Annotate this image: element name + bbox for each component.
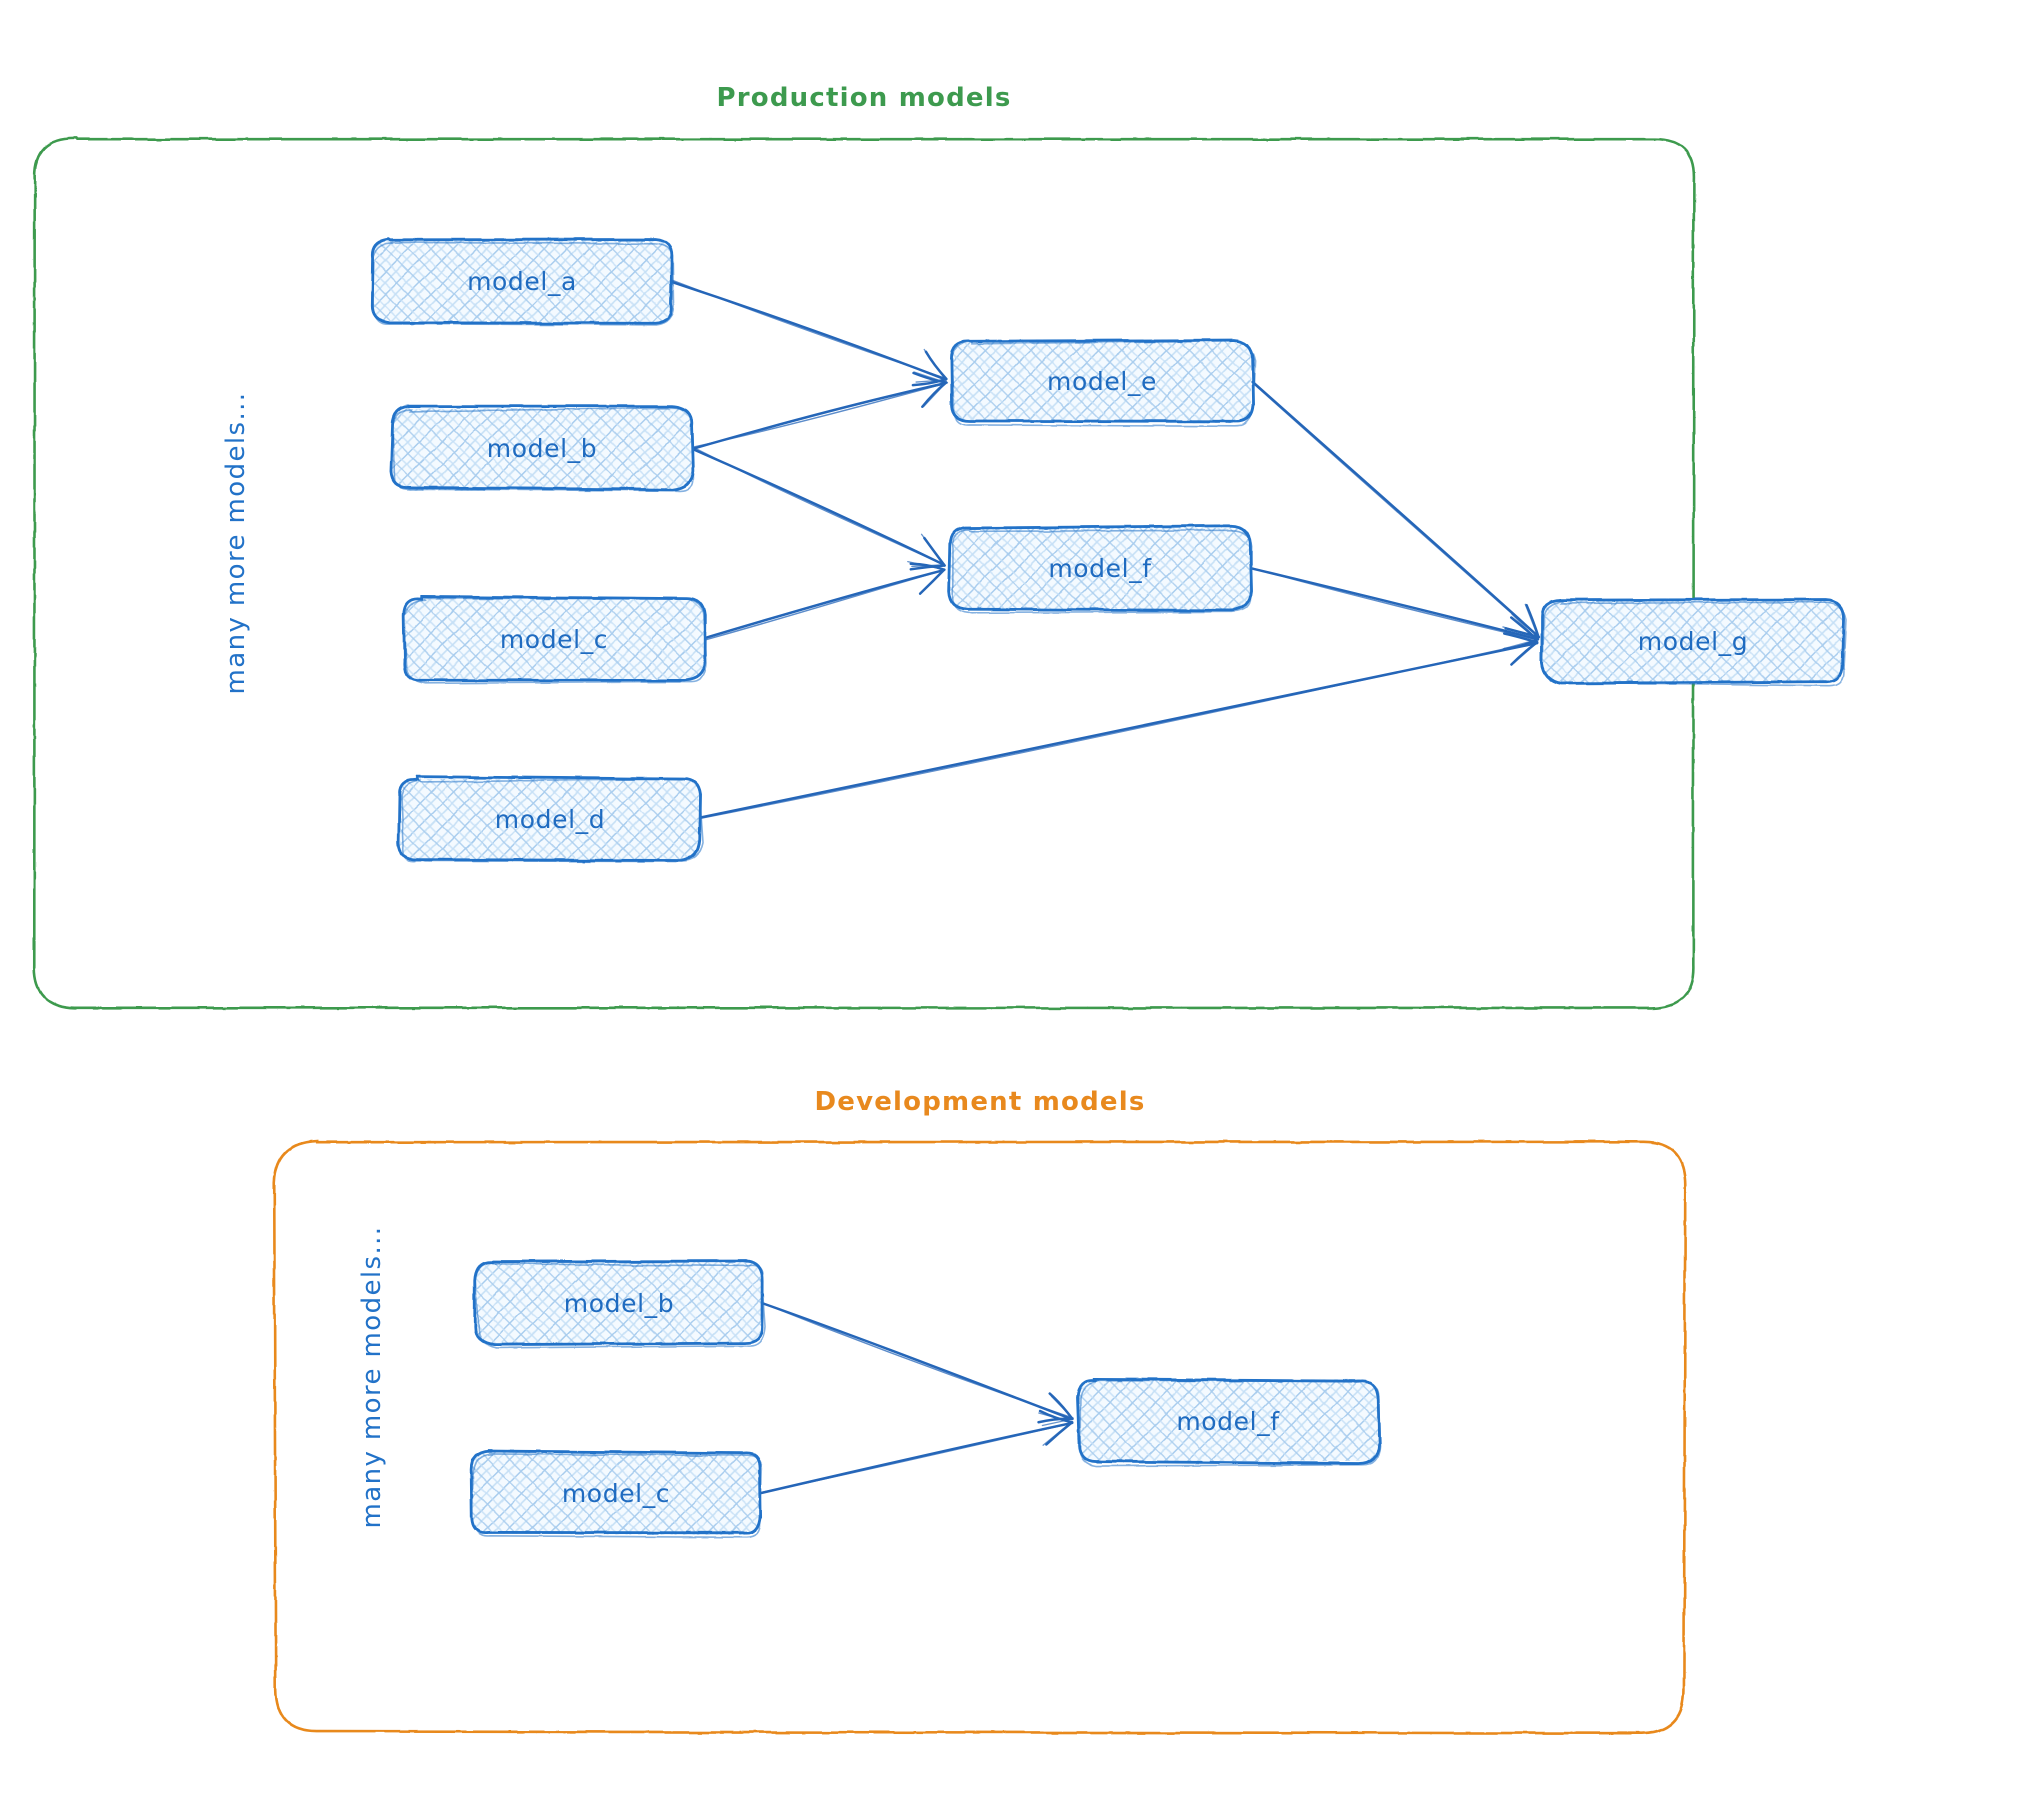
edge-dev_model_c-to-dev_model_f — [759, 1409, 1074, 1495]
node-label: model_e — [1047, 367, 1157, 396]
edge-prod_model_e-to-prod_model_g — [1251, 380, 1541, 639]
nodes-layer: model_a model_b model_c model_d model_emodel… — [370, 237, 1847, 1539]
node-border-sketch — [471, 1453, 763, 1539]
edge-dev_model_b-to-dev_model_f — [761, 1302, 1074, 1427]
node-border-sketch — [950, 339, 1256, 428]
node-dev_model_f[interactable]: model_f — [1076, 1377, 1381, 1467]
node-border-sketch — [391, 406, 694, 492]
node-label: model_f — [1176, 1407, 1280, 1436]
node-label: model_f — [1048, 554, 1152, 583]
edge-prod_model_d-to-prod_model_g — [697, 631, 1539, 820]
edge-prod_model_a-to-prod_model_e — [669, 279, 948, 387]
node-prod_model_e[interactable]: model_e — [950, 338, 1256, 428]
group-container-development — [272, 1139, 1687, 1735]
group-note-development: many more models... — [357, 1226, 387, 1529]
group-note-production: many more models... — [221, 392, 251, 695]
group-border-development — [272, 1139, 1687, 1735]
node-border — [370, 237, 674, 325]
node-label: model_b — [564, 1289, 674, 1318]
node-prod_model_d[interactable]: model_d — [397, 775, 704, 863]
node-label: model_g — [1638, 627, 1748, 656]
node-border — [947, 524, 1253, 612]
node-border-sketch — [1541, 599, 1847, 687]
edge-prod_model_f-to-prod_model_g — [1249, 566, 1540, 651]
node-label: model_d — [495, 805, 605, 834]
node-prod_model_c[interactable]: model_c — [402, 595, 708, 685]
node-border-sketch — [371, 241, 675, 326]
node-border-sketch — [402, 597, 708, 685]
node-border — [1076, 1377, 1381, 1465]
node-prod_model_g[interactable]: model_g — [1540, 598, 1847, 687]
group-title-development: Development models — [814, 1087, 1145, 1117]
node-border — [473, 1259, 765, 1347]
edges-layer — [669, 279, 1541, 1495]
node-prod_model_a[interactable]: model_a — [370, 237, 675, 326]
node-border-sketch — [400, 778, 704, 863]
node-border — [402, 595, 707, 682]
node-border-sketch — [951, 529, 1253, 614]
node-label: model_a — [467, 267, 577, 296]
node-label: model_b — [487, 434, 597, 463]
edge-prod_model_b-to-prod_model_f — [690, 446, 946, 571]
labels-layer: Production models many more models... Deve… — [221, 83, 1145, 1529]
node-border-sketch — [1079, 1379, 1381, 1467]
node-dev_model_c[interactable]: model_c — [469, 1449, 763, 1539]
group-border-production — [32, 136, 1696, 1010]
node-border-sketch — [474, 1261, 767, 1349]
node-label: model_c — [500, 625, 608, 654]
node-label: model_c — [562, 1479, 670, 1508]
node-prod_model_b[interactable]: model_b — [389, 404, 695, 492]
group-containers — [32, 136, 1696, 1735]
node-dev_model_b[interactable]: model_b — [473, 1259, 767, 1349]
edge-prod_model_c-to-prod_model_f — [704, 561, 946, 641]
group-container-production — [32, 136, 1696, 1010]
edge-prod_model_b-to-prod_model_e — [689, 371, 949, 451]
node-prod_model_f[interactable]: model_f — [947, 524, 1253, 614]
group-title-production: Production models — [716, 83, 1011, 113]
